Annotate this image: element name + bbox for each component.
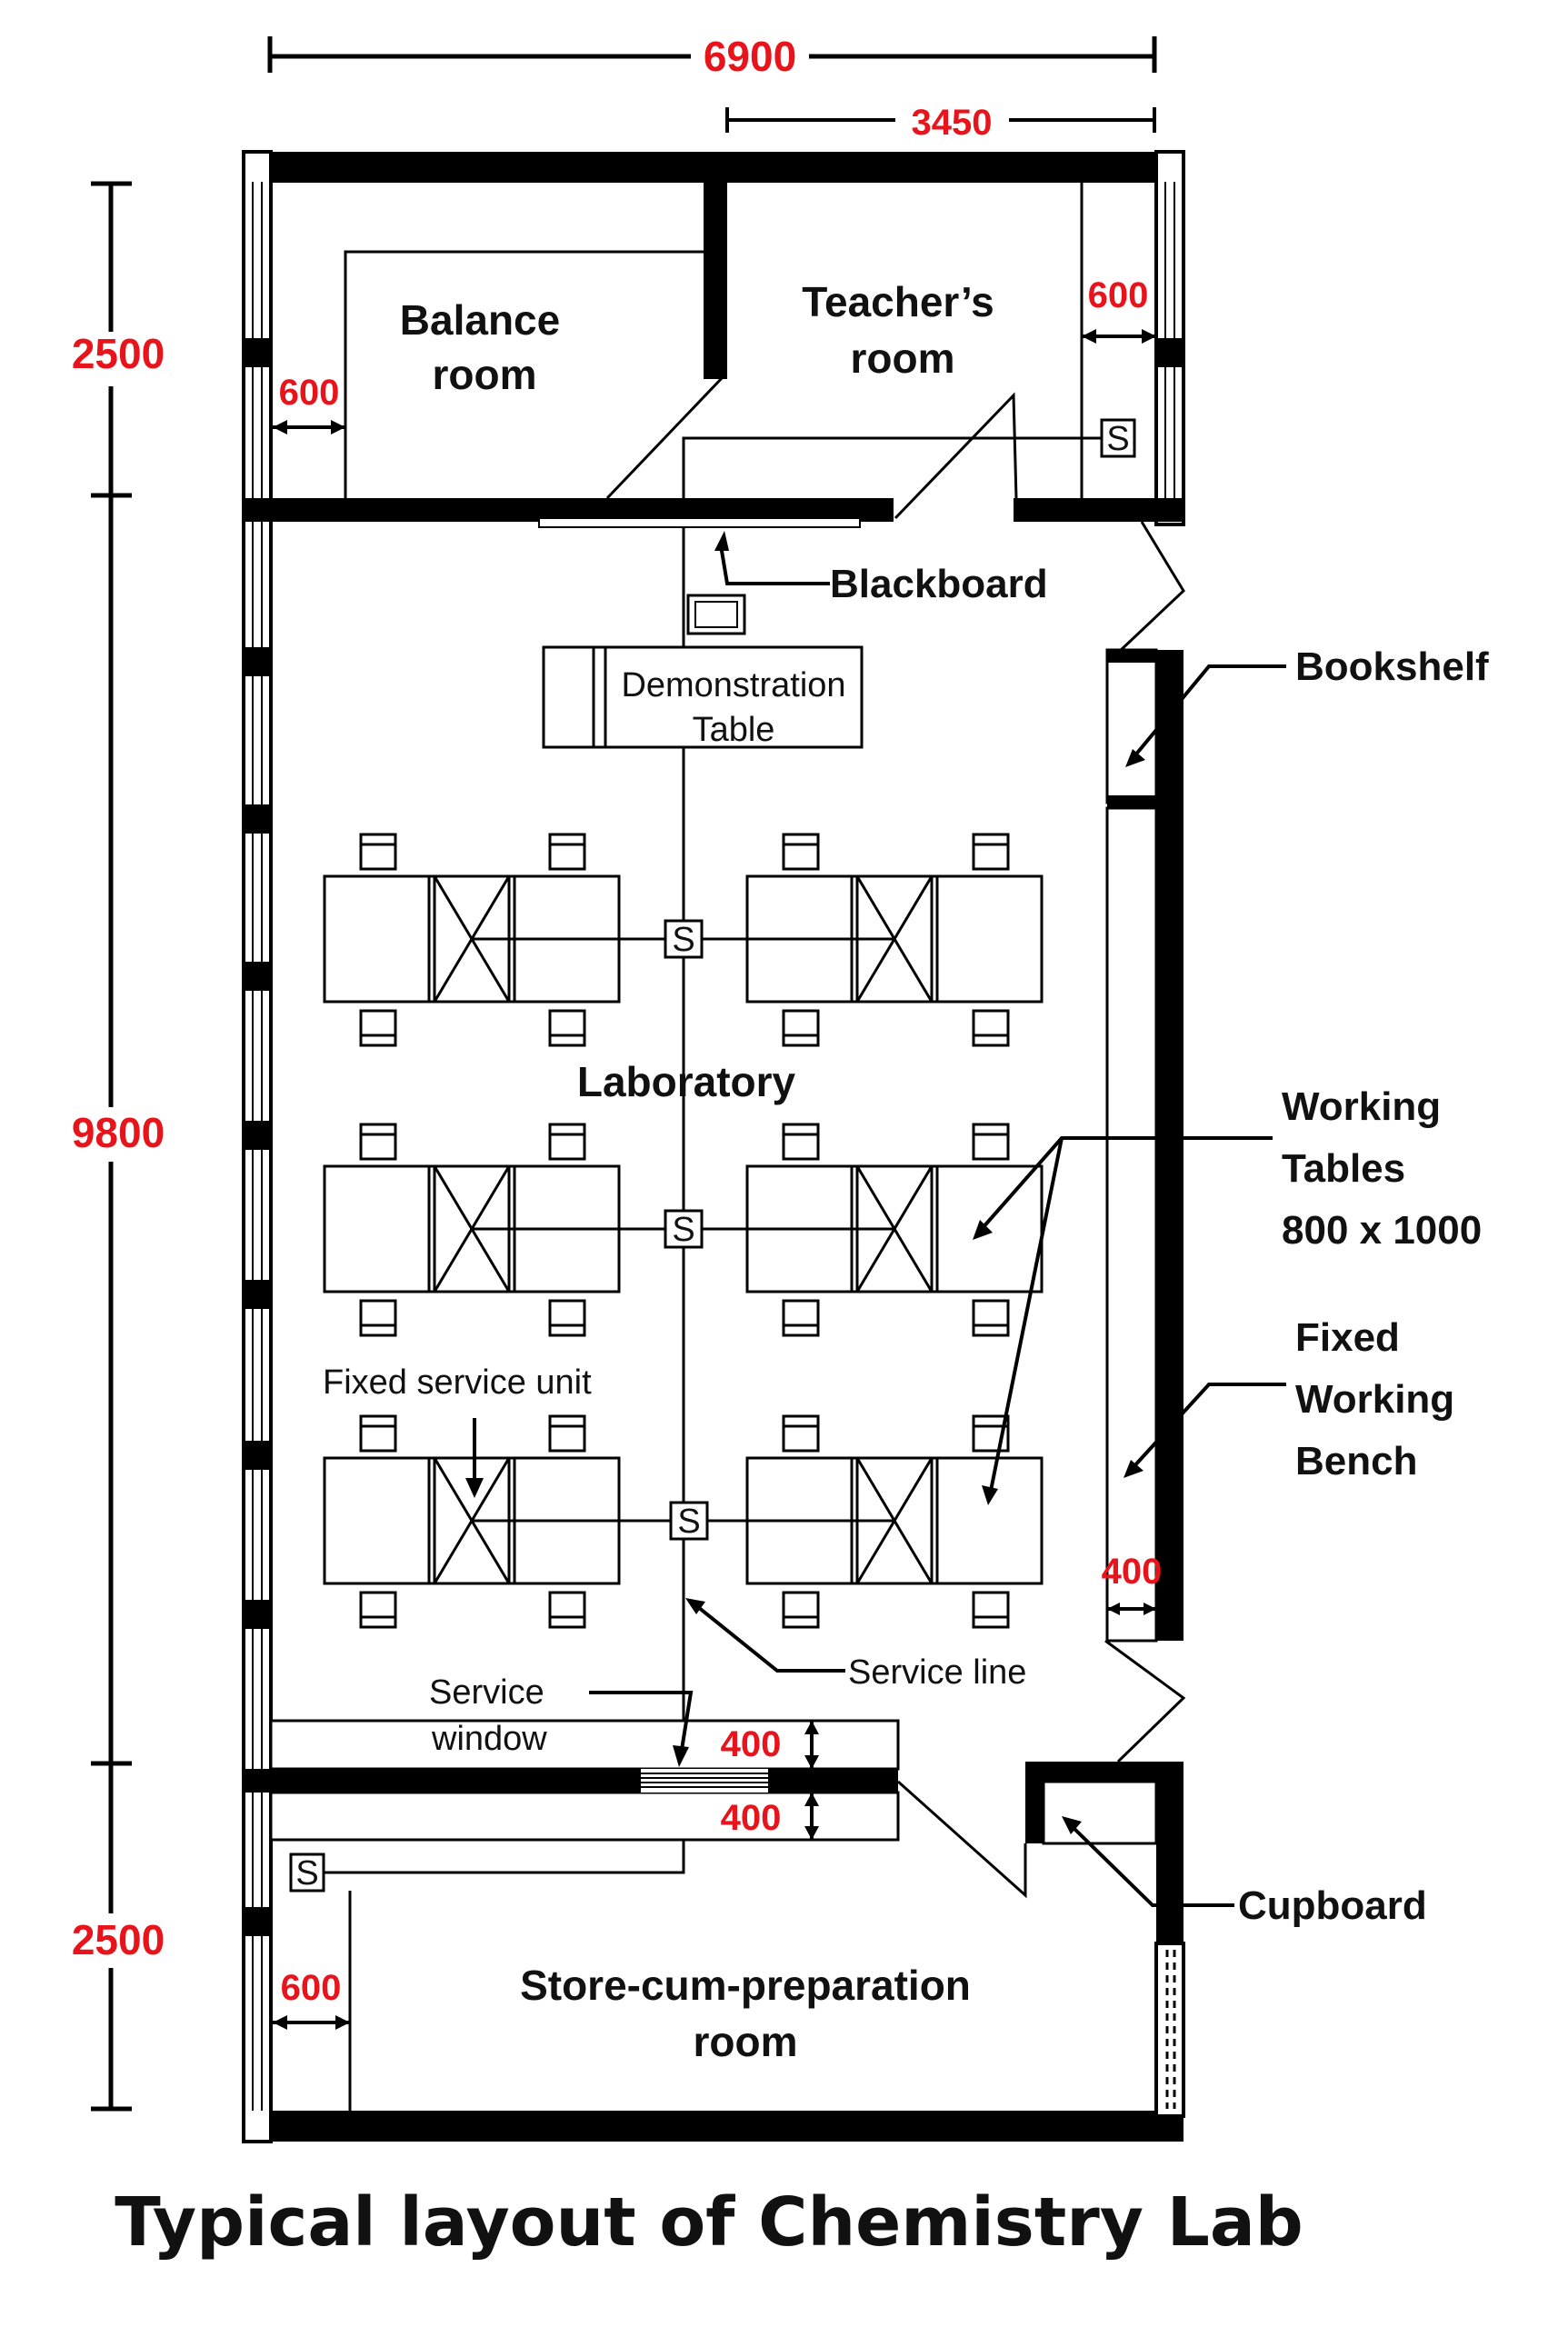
- balance-room: 600 Balance room: [273, 250, 724, 500]
- teachers-room-label-1: Teacher’s: [802, 278, 994, 325]
- blackboard-label: Blackboard: [830, 562, 1048, 606]
- working-tables-label-2: Tables: [1282, 1146, 1405, 1191]
- store-room-label-1: Store-cum-preparation: [520, 1962, 971, 2009]
- dimension-total-width: 6900: [267, 33, 1157, 80]
- bottom-height-label: 2500: [72, 1916, 165, 1963]
- teachers-room-label-2: room: [851, 335, 955, 382]
- service-window-top-label: 400: [721, 1724, 782, 1764]
- store-window-offset: 600: [281, 1968, 342, 2008]
- total-width-label: 6900: [704, 33, 796, 80]
- service-symbol-row3: S: [677, 1503, 700, 1541]
- bookshelf: Bookshelf: [1105, 644, 1489, 808]
- bookshelf-label: Bookshelf: [1295, 644, 1489, 689]
- working-tables-label-3: 800 x 1000: [1282, 1208, 1482, 1253]
- working-tables-label-1: Working: [1282, 1084, 1441, 1129]
- service-line-callout: Service line: [685, 1598, 1026, 1692]
- outer-walls: [242, 150, 1185, 2143]
- balance-room-label-1: Balance: [400, 296, 560, 344]
- balance-room-label-2: room: [433, 351, 537, 398]
- store-room: 600 Store-cum-preparation room: [273, 1780, 1027, 2111]
- balance-window-offset: 600: [279, 373, 340, 413]
- fixed-service-unit-callout: Fixed service unit: [323, 1363, 592, 1498]
- lab-height-label: 9800: [72, 1109, 165, 1156]
- cupboard-label: Cupboard: [1238, 1883, 1427, 1928]
- working-table-row-3: S: [323, 1414, 1044, 1629]
- store-room-label-2: room: [694, 2018, 798, 2065]
- service-symbol-store: S: [295, 1854, 318, 1893]
- internal-walls: [244, 152, 1183, 1843]
- fixed-service-unit-label: Fixed service unit: [323, 1363, 592, 1402]
- half-width-label: 3450: [912, 103, 993, 143]
- lab-doors: [1104, 521, 1186, 1763]
- service-symbol-row2: S: [672, 1211, 694, 1249]
- page-title: Typical layout of Chemistry Lab: [115, 2183, 1303, 2262]
- laboratory-label: Laboratory: [577, 1058, 796, 1105]
- top-height-label: 2500: [72, 330, 165, 377]
- bench-label-2: Working: [1295, 1377, 1454, 1422]
- working-table-row-2: S: [323, 1123, 1044, 1337]
- service-window-label-1: Service: [429, 1673, 544, 1712]
- working-table-row-1: S: [323, 833, 1044, 1047]
- cupboard: Cupboard: [1042, 1780, 1427, 1928]
- service-line-label: Service line: [848, 1653, 1026, 1692]
- service-window-bottom-label: 400: [721, 1798, 782, 1838]
- blackboard: Blackboard: [538, 517, 1048, 635]
- teacher-window-offset: 600: [1088, 275, 1149, 315]
- working-tables-callout: Working Tables 800 x 1000: [973, 1084, 1482, 1505]
- dimension-half-width: 3450: [725, 103, 1156, 143]
- demonstration-table: Demonstration Table: [542, 645, 864, 749]
- service-line: S S: [289, 418, 1136, 1893]
- service-symbol-row1: S: [672, 921, 694, 959]
- fixed-working-bench: Fixed Working Bench 400: [1102, 806, 1454, 1643]
- service-symbol-teacher: S: [1106, 420, 1129, 458]
- demonstration-label-1: Demonstration: [621, 666, 845, 704]
- bench-label-3: Bench: [1295, 1439, 1417, 1483]
- teachers-room: 600 Teacher’s room: [802, 183, 1156, 520]
- bench-depth-label: 400: [1102, 1552, 1163, 1592]
- service-window: Service window 400 400: [269, 1673, 900, 1842]
- dimension-left-heights: 2500 9800 2500: [55, 181, 173, 2112]
- demonstration-label-2: Table: [693, 711, 775, 749]
- bench-label-1: Fixed: [1295, 1315, 1400, 1360]
- service-window-label-2: window: [431, 1720, 547, 1758]
